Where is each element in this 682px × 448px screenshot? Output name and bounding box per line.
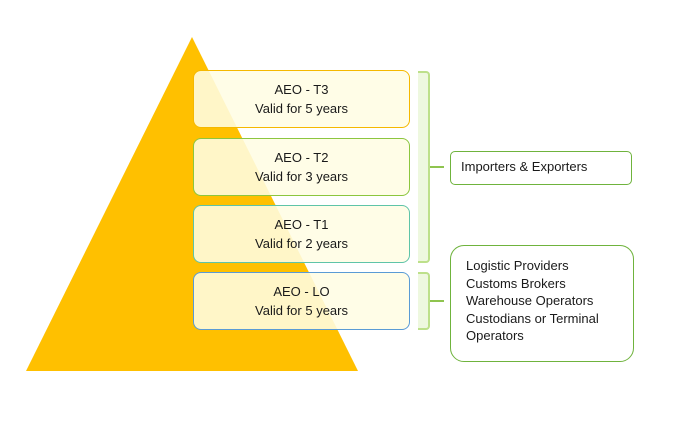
tier-validity: Valid for 2 years	[255, 236, 348, 251]
group-importers-exporters: Importers & Exporters	[450, 151, 632, 185]
tier-validity: Valid for 5 years	[255, 101, 348, 116]
tier-title: AEO - LO	[273, 284, 330, 299]
group-line: Operators	[466, 328, 524, 344]
tier-title: AEO - T1	[274, 217, 329, 232]
group-line: Warehouse Operators	[466, 293, 594, 309]
group-label: Importers & Exporters	[461, 159, 588, 174]
group-line: Custodians or Terminal	[466, 310, 599, 326]
tier-aeo-lo: AEO - LO Valid for 5 years	[193, 272, 410, 330]
tier-title: AEO - T3	[274, 82, 329, 97]
bracket-upper-tiers	[418, 71, 430, 263]
bracket-upper-pointer	[430, 166, 444, 168]
tier-aeo-t2: AEO - T2 Valid for 3 years	[193, 138, 410, 196]
bracket-lo-tier	[418, 272, 430, 330]
tier-title: AEO - T2	[274, 150, 329, 165]
tier-aeo-t3: AEO - T3 Valid for 5 years	[193, 70, 410, 128]
tier-validity: Valid for 3 years	[255, 169, 348, 184]
tier-aeo-t1: AEO - T1 Valid for 2 years	[193, 205, 410, 263]
group-logistics-operators: Logistic Providers Customs Brokers Wareh…	[450, 245, 634, 362]
tier-validity: Valid for 5 years	[255, 303, 348, 318]
group-line: Logistic Providers	[466, 258, 569, 273]
bracket-lo-pointer	[430, 300, 444, 302]
group-line: Customs Brokers	[466, 275, 566, 291]
